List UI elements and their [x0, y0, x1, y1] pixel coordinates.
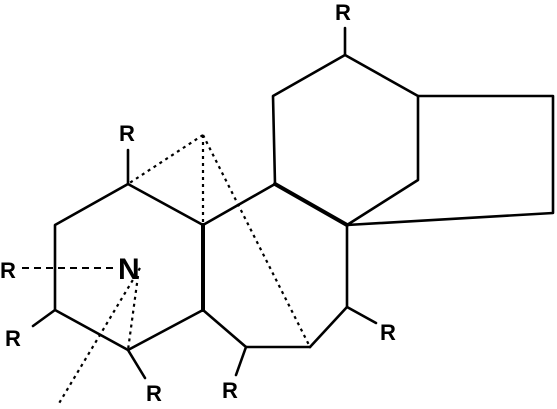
substituent-bonds	[31, 26, 378, 380]
ring-b	[201, 182, 349, 349]
r-group-ring-a-top: R	[119, 121, 135, 146]
r-group-ring-b-right: R	[380, 320, 396, 345]
r-group-ring-a-left: R	[5, 326, 21, 351]
ring-c	[271, 53, 420, 227]
dotted-bridges	[57, 134, 311, 406]
ring-d	[345, 94, 555, 227]
nitrogen-atom: N	[118, 253, 140, 286]
r-group-ring-a-bottom: R	[146, 381, 162, 406]
r-group-nitrogen: R	[0, 258, 16, 283]
r-group-top: R	[335, 0, 351, 25]
r-group-ring-b-bottom: R	[222, 378, 238, 403]
